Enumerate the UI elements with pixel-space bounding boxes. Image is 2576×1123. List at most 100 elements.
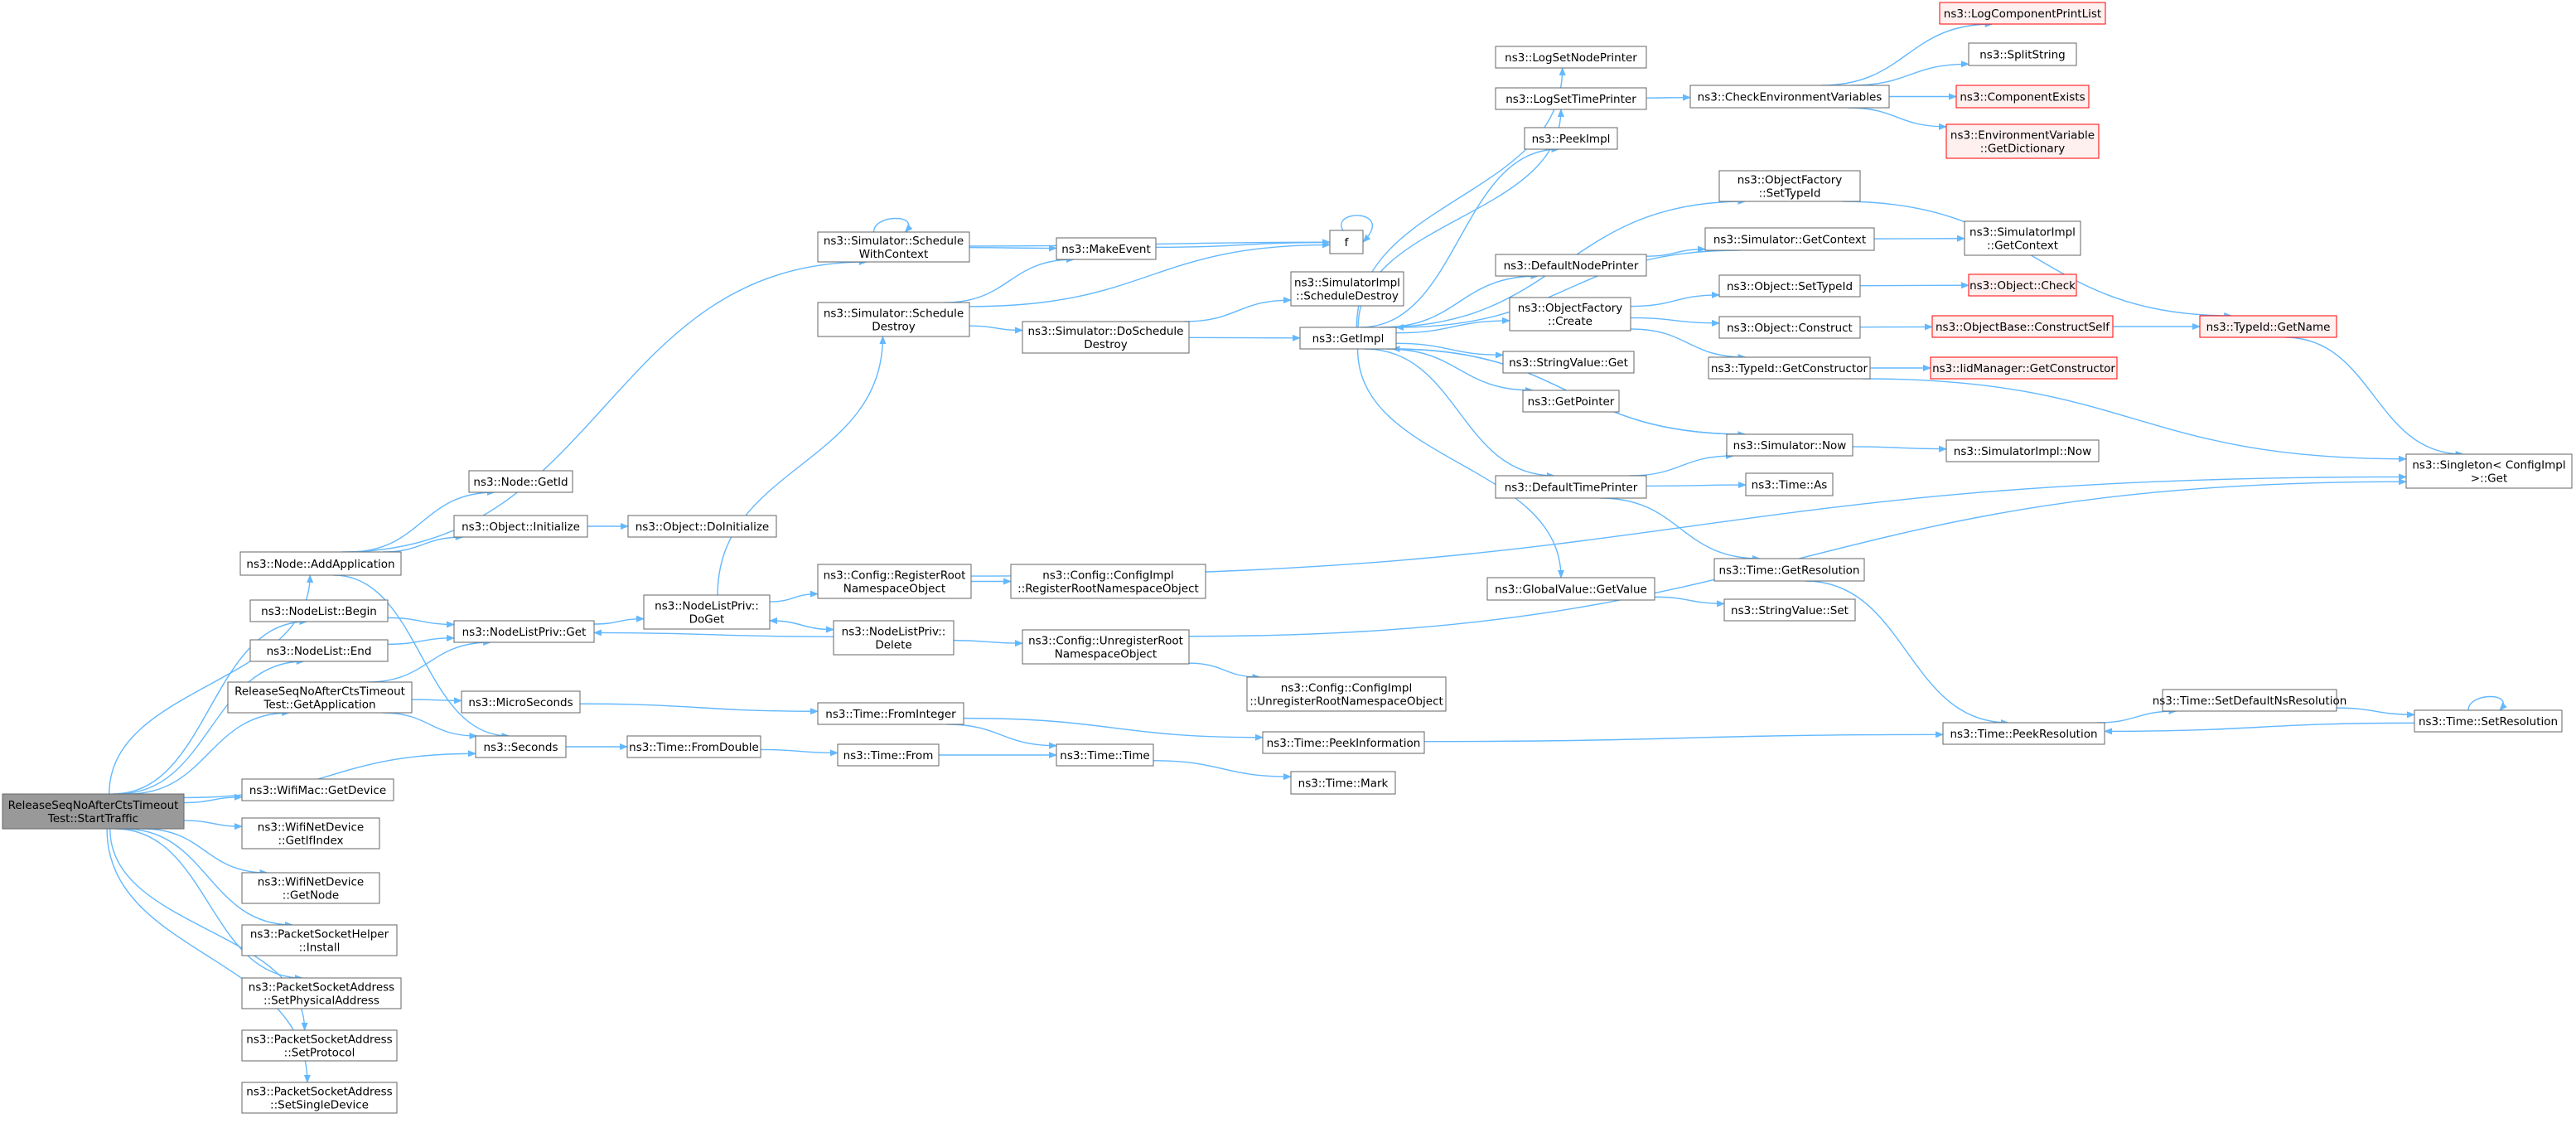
node-simimplnow[interactable]: ns3::SimulatorImpl::Now xyxy=(1945,439,2100,462)
node-setphys[interactable]: ns3::PacketSocketAddress::SetPhysicalAdd… xyxy=(241,977,402,1009)
node-singleton[interactable]: ns3::Singleton< ConfigImpl >::Get xyxy=(2405,453,2573,489)
node-nodegetid[interactable]: ns3::Node::GetId xyxy=(468,470,573,493)
edge-defnodeprinter-to-simgetctx xyxy=(1646,245,1706,257)
node-box xyxy=(249,639,389,662)
node-splitstring[interactable]: ns3::SplitString xyxy=(1968,42,2077,66)
node-label: ns3::LogSetNodePrinter xyxy=(1505,51,1637,65)
node-label: ReleaseSeqNoAfterCtsTimeout xyxy=(234,685,405,699)
edge-simnow-to-simimplnow xyxy=(1852,445,1947,453)
node-setres[interactable]: ns3::Time::SetResolution xyxy=(2414,709,2563,733)
node-setsingle[interactable]: ns3::PacketSocketAddress::SetSingleDevic… xyxy=(241,1082,398,1114)
node-label: ns3::Time::Time xyxy=(1060,749,1149,762)
edge-getimpl-to-gvgetvalue xyxy=(1356,348,1564,578)
node-obconstructself[interactable]: ns3::ObjectBase::ConstructSelf xyxy=(1931,315,2114,338)
node-tidgetctor[interactable]: ns3::TypeId::GetConstructor xyxy=(1708,356,1871,380)
node-label: ns3::WifiNetDevice xyxy=(258,876,364,889)
node-nlpdelete[interactable]: ns3::NodeListPriv::Delete xyxy=(833,620,955,656)
edge-checkenv-to-splitstring xyxy=(1851,61,1969,86)
node-objinit[interactable]: ns3::Object::Initialize xyxy=(453,515,588,538)
node-logsettime[interactable]: ns3::LogSetTimePrinter xyxy=(1495,87,1647,110)
node-cfgregroot[interactable]: ns3::Config::RegisterRootNamespaceObject xyxy=(817,564,972,599)
node-label: ns3::Time::GetResolution xyxy=(1718,564,1859,578)
node-box xyxy=(1718,316,1861,339)
node-objdoinit[interactable]: ns3::Object::DoInitialize xyxy=(627,515,777,538)
node-checkenv[interactable]: ns3::CheckEnvironmentVariables xyxy=(1689,85,1890,109)
node-getpointer[interactable]: ns3::GetPointer xyxy=(1522,390,1620,413)
node-getnode[interactable]: ns3::WifiNetDevice::GetNode xyxy=(241,872,380,904)
node-fromdouble[interactable]: ns3::Time::FromDouble xyxy=(626,735,761,758)
node-label: ns3::GetPointer xyxy=(1528,395,1615,409)
node-microsec[interactable]: ns3::MicroSeconds xyxy=(461,690,581,714)
node-tidgetname[interactable]: ns3::TypeId::GetName xyxy=(2199,315,2337,338)
node-install[interactable]: ns3::PacketSocketHelper::Install xyxy=(241,924,398,956)
node-box xyxy=(1495,87,1647,110)
node-cfgimplreg[interactable]: ns3::Config::ConfigImpl::RegisterRootNam… xyxy=(1010,564,1206,599)
node-envgetdict[interactable]: ns3::EnvironmentVariable::GetDictionary xyxy=(1945,123,2100,159)
node-logsetnode[interactable]: ns3::LogSetNodePrinter xyxy=(1495,46,1647,69)
node-timemark[interactable]: ns3::Time::Mark xyxy=(1290,771,1396,795)
node-label: Delete xyxy=(875,639,911,652)
node-f[interactable]: f xyxy=(1329,230,1364,254)
node-logcomplist[interactable]: ns3::LogComponentPrintList xyxy=(1939,2,2106,25)
node-label: ns3::NodeListPriv::Get xyxy=(462,626,587,639)
node-peekres[interactable]: ns3::Time::PeekResolution xyxy=(1942,722,2105,745)
node-strvalget[interactable]: ns3::StringValue::Get xyxy=(1502,351,1635,374)
node-ofcreate[interactable]: ns3::ObjectFactory::Create xyxy=(1509,297,1631,332)
node-box xyxy=(1290,271,1404,307)
node-simgetctx[interactable]: ns3::Simulator::GetContext xyxy=(1704,227,1875,251)
node-peekinfo[interactable]: ns3::Time::PeekInformation xyxy=(1262,731,1425,754)
node-getapp[interactable]: ReleaseSeqNoAfterCtsTimeoutTest::GetAppl… xyxy=(227,681,413,714)
node-macgetdev[interactable]: ns3::WifiMac::GetDevice xyxy=(241,778,394,801)
node-scheddestroy[interactable]: ns3::Simulator::ScheduleDestroy xyxy=(817,302,970,337)
node-peekimpl[interactable]: ns3::PeekImpl xyxy=(1524,127,1618,150)
node-seconds[interactable]: ns3::Seconds xyxy=(475,735,567,758)
node-timefrom[interactable]: ns3::Time::From xyxy=(837,743,940,767)
node-cfgunreg[interactable]: ns3::Config::UnregisterRootNamespaceObje… xyxy=(1022,629,1190,665)
node-ofsettypeid[interactable]: ns3::ObjectFactory::SetTypeId xyxy=(1718,170,1861,202)
node-nlpget[interactable]: ns3::NodeListPriv::Get xyxy=(453,620,595,643)
node-simimplsd[interactable]: ns3::SimulatorImpl::ScheduleDestroy xyxy=(1290,271,1404,307)
node-label: Destroy xyxy=(872,321,916,334)
node-timegetres[interactable]: ns3::Time::GetResolution xyxy=(1713,558,1865,582)
node-box xyxy=(241,977,402,1009)
node-label: ns3::EnvironmentVariable xyxy=(1950,129,2095,143)
node-objsettypeid[interactable]: ns3::Object::SetTypeId xyxy=(1718,274,1861,298)
node-makeevent[interactable]: ns3::MakeEvent xyxy=(1056,237,1157,260)
node-gvgetvalue[interactable]: ns3::GlobalValue::GetValue xyxy=(1486,577,1655,601)
node-box xyxy=(627,515,777,538)
node-objcheck[interactable]: ns3::Object::Check xyxy=(1968,273,2077,297)
node-box xyxy=(1689,85,1890,109)
node-compexists[interactable]: ns3::ComponentExists xyxy=(1955,85,2090,109)
node-nlpdoget[interactable]: ns3::NodeListPriv::DoGet xyxy=(643,594,771,630)
node-label: DoGet xyxy=(689,613,725,627)
node-box xyxy=(1246,676,1447,712)
node-defnodeprinter[interactable]: ns3::DefaultNodePrinter xyxy=(1495,254,1647,277)
node-label: ::GetDictionary xyxy=(1980,143,2065,156)
node-timeas[interactable]: ns3::Time::As xyxy=(1745,472,1834,496)
node-nlbegin[interactable]: ns3::NodeList::Begin xyxy=(249,599,389,622)
node-setproto[interactable]: ns3::PacketSocketAddress::SetProtocol xyxy=(241,1029,398,1062)
node-setdefns[interactable]: ns3::Time::SetDefaultNsResolution xyxy=(2153,689,2347,712)
node-nlend[interactable]: ns3::NodeList::End xyxy=(249,639,389,662)
node-fromint[interactable]: ns3::Time::FromInteger xyxy=(817,702,964,725)
node-label: ns3::MakeEvent xyxy=(1061,243,1151,256)
node-timetime[interactable]: ns3::Time::Time xyxy=(1056,743,1154,767)
edge-nlbegin-to-nlpget xyxy=(387,617,455,628)
node-getimpl[interactable]: ns3::GetImpl xyxy=(1299,327,1397,350)
node-getifindex[interactable]: ns3::WifiNetDevice::GetIfIndex xyxy=(241,817,380,850)
node-simimplgetctx[interactable]: ns3::SimulatorImpl::GetContext xyxy=(1964,220,2081,256)
node-strvalset[interactable]: ns3::StringValue::Set xyxy=(1723,598,1856,622)
edge-nlpdelete-to-nlpdoget xyxy=(769,617,834,631)
node-label: ns3::Node::GetId xyxy=(473,476,568,489)
node-label: ::ScheduleDestroy xyxy=(1296,290,1399,303)
node-objconstruct[interactable]: ns3::Object::Construct xyxy=(1718,316,1861,339)
node-iidgetctor[interactable]: ns3::IidManager::GetConstructor xyxy=(1930,356,2118,380)
node-addapp[interactable]: ns3::Node::AddApplication xyxy=(239,551,402,576)
node-label: ns3::Object::Check xyxy=(1969,279,2076,293)
node-cfgimplunreg[interactable]: ns3::Config::ConfigImpl::UnregisterRootN… xyxy=(1246,676,1447,712)
node-deftimeprinter[interactable]: ns3::DefaultTimePrinter xyxy=(1495,475,1647,499)
node-root[interactable]: ReleaseSeqNoAfterCtsTimeoutTest::StartTr… xyxy=(2,793,185,830)
node-simnow[interactable]: ns3::Simulator::Now xyxy=(1726,433,1853,457)
